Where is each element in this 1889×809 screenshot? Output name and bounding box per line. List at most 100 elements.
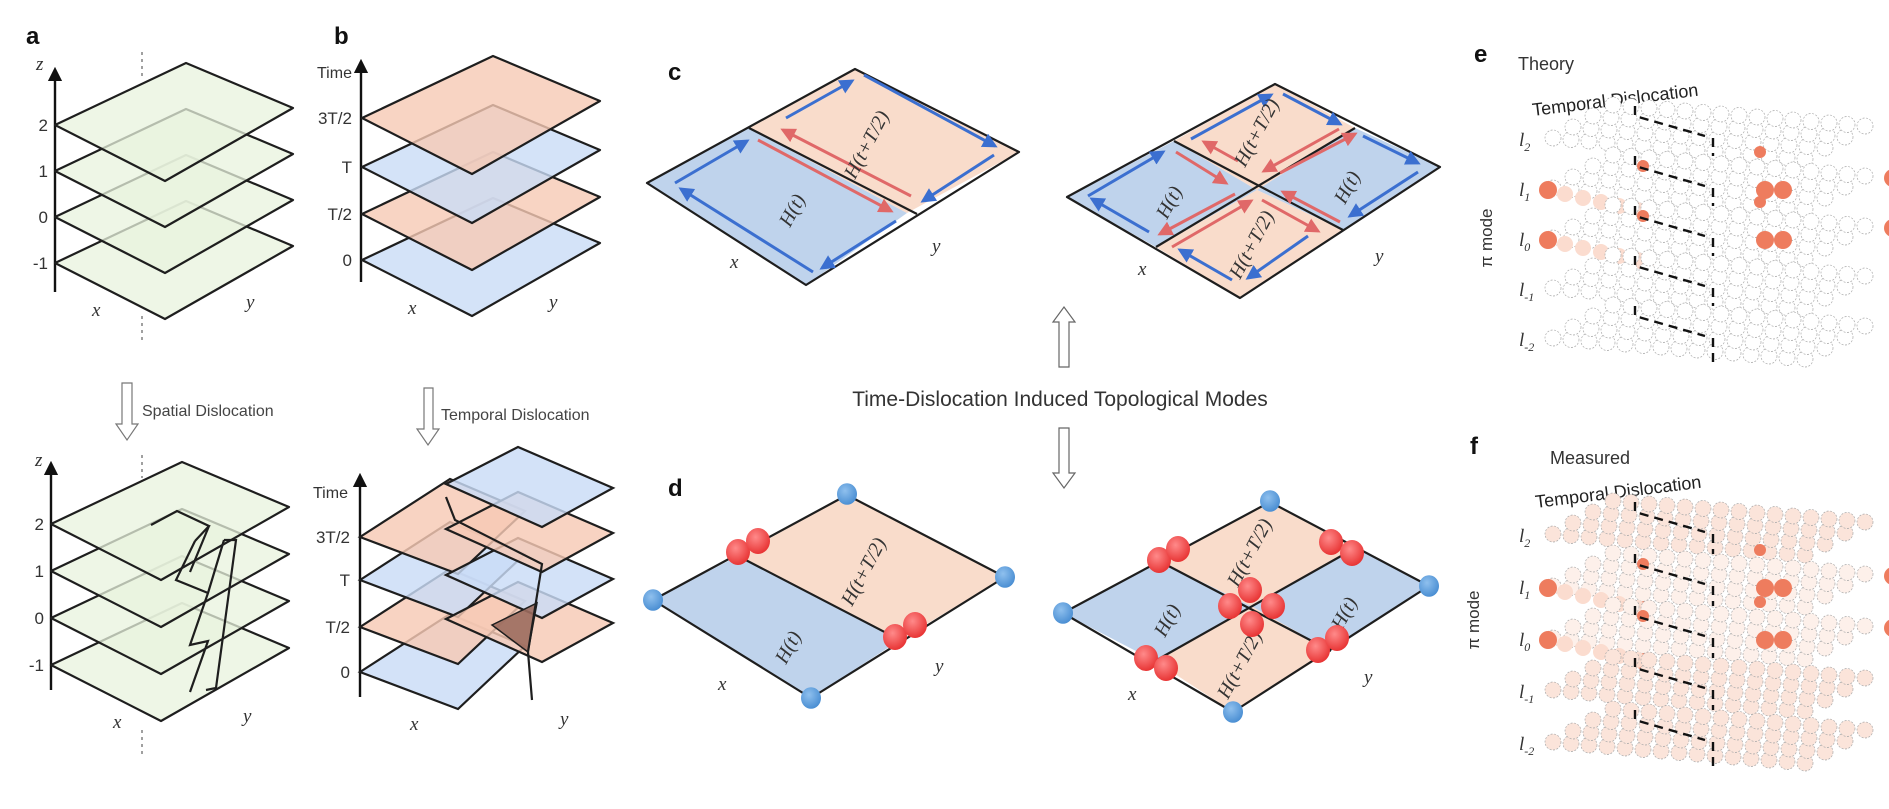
- lattice-site: [1676, 654, 1694, 672]
- edge-arrow: [785, 79, 855, 120]
- tick-label: -1: [29, 656, 44, 675]
- lattice-site: [1636, 676, 1654, 694]
- lattice-site: [1780, 136, 1798, 154]
- edge-mode-marker: [1319, 529, 1343, 555]
- lattice-site: [1766, 662, 1784, 679]
- plane: [53, 61, 295, 183]
- lattice-site: [1784, 507, 1802, 525]
- lattice-site: [1582, 270, 1600, 287]
- lattice-site: [1820, 718, 1838, 736]
- lattice-site: [1658, 549, 1676, 566]
- layer-label: l-2: [1519, 330, 1534, 354]
- hot-lattice-site: [1539, 579, 1557, 597]
- lattice-site: [1564, 118, 1582, 136]
- lattice-layer: l-2: [1519, 296, 1874, 368]
- lattice-site: [1816, 239, 1834, 257]
- lattice-site: [1622, 598, 1640, 615]
- lattice-site: [1816, 339, 1834, 357]
- lattice-site: [1748, 158, 1766, 176]
- layer-label: l1: [1519, 578, 1530, 602]
- lattice-site: [1724, 344, 1742, 362]
- lattice-site: [1654, 574, 1672, 591]
- lattice-site: [1728, 169, 1746, 187]
- lattice-site: [1798, 742, 1816, 759]
- lattice-site: [1838, 668, 1856, 685]
- warm-lattice-site: [1557, 636, 1573, 652]
- lattice-site: [1818, 177, 1836, 194]
- lattice-site: [1602, 713, 1620, 730]
- lattice-site: [1694, 204, 1712, 221]
- lattice-site: [1654, 326, 1672, 343]
- lattice-site: [1690, 629, 1708, 646]
- axis-label-x: x: [717, 674, 727, 695]
- lattice-site: [1816, 535, 1834, 553]
- dislocation-dashed-line: [1633, 606, 1715, 658]
- lattice-site: [1710, 118, 1728, 135]
- plane: [49, 460, 291, 582]
- lattice-site: [1598, 686, 1616, 703]
- edge-mode-marker: [1134, 645, 1158, 671]
- tick-label: T/2: [327, 205, 352, 224]
- lattice-site: [1692, 166, 1710, 184]
- lattice-site: [1604, 296, 1622, 314]
- lattice-site: [1728, 723, 1746, 741]
- lattice-site: [1818, 575, 1836, 592]
- lattice-site: [1618, 519, 1636, 536]
- lattice-site: [1838, 316, 1856, 333]
- lattice-site: [1620, 714, 1638, 732]
- edge-arrow: [1171, 199, 1254, 249]
- hot-lattice-site: [1539, 181, 1557, 199]
- lattice-site: [1562, 683, 1580, 700]
- lattice-site: [1746, 517, 1764, 534]
- lattice-site: [1760, 647, 1778, 665]
- lattice-site: [1766, 610, 1784, 627]
- lattice-site: [1618, 571, 1636, 588]
- edge-arrow: [1362, 134, 1421, 165]
- lattice-site: [1782, 324, 1800, 341]
- edge-arrow: [674, 139, 750, 185]
- axis-label-y: y: [558, 709, 569, 730]
- lattice-site: [1836, 628, 1854, 646]
- hot-lattice-site: [1774, 231, 1792, 249]
- lattice-site: [1802, 213, 1820, 230]
- lattice-site: [1598, 530, 1616, 547]
- lattice-site: [1652, 638, 1670, 656]
- lattice-site: [1764, 322, 1782, 340]
- lattice-site: [1820, 614, 1838, 632]
- layer-label: l2: [1519, 526, 1530, 550]
- lattice-site: [1742, 750, 1760, 767]
- axis-label-time: Time: [317, 65, 352, 82]
- corner-mode-marker: [643, 589, 663, 611]
- edge-mode-marker: [1325, 625, 1349, 651]
- lattice-site: [1748, 208, 1766, 226]
- lattice-site: [1798, 338, 1816, 355]
- lattice-site: [1710, 722, 1728, 739]
- axis-label-x: x: [407, 298, 417, 319]
- dislocation-line: [150, 509, 238, 693]
- lattice-site: [1620, 260, 1638, 278]
- lattice-site: [1762, 285, 1780, 302]
- lattice-site: [1802, 163, 1820, 180]
- lattice-site: [1816, 289, 1834, 307]
- lattice-site: [1688, 341, 1706, 359]
- lattice-site: [1692, 266, 1710, 284]
- warm-lattice-site: [1593, 194, 1609, 210]
- lattice-site: [1600, 725, 1618, 743]
- lattice-site: [1640, 249, 1658, 267]
- edge-arrow: [1190, 93, 1274, 141]
- lattice-site: [1798, 238, 1816, 255]
- lattice-site: [1658, 251, 1676, 268]
- lattice-site: [1856, 617, 1874, 635]
- lattice-site: [1712, 553, 1730, 571]
- corner-mode-marker: [801, 687, 821, 709]
- lattice-site: [1582, 724, 1600, 741]
- lattice-layer: l2: [1519, 492, 1874, 564]
- lattice-site: [1670, 640, 1688, 657]
- lattice-layer: l0: [1519, 596, 1889, 671]
- lattice-site: [1712, 205, 1730, 223]
- lattice-site: [1818, 523, 1836, 540]
- dislocation-dashed-line: [1633, 106, 1715, 156]
- edge-arrow: [1261, 127, 1340, 173]
- lattice-site: [1710, 168, 1728, 185]
- hot-lattice-site: [1884, 567, 1889, 585]
